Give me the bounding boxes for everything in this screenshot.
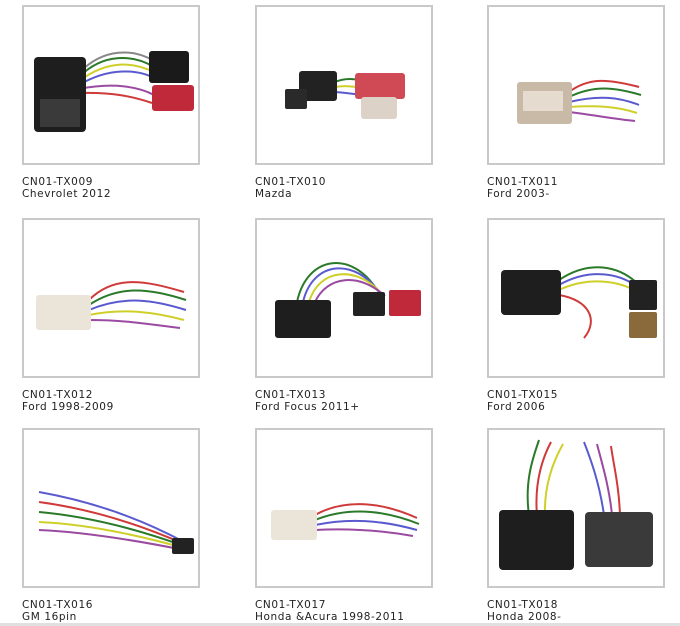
wiring-harness-image — [275, 262, 421, 338]
wiring-harness-image — [38, 491, 194, 554]
product-name: Mazda — [255, 188, 293, 200]
product-image-frame[interactable] — [487, 218, 665, 378]
wiring-harness-image — [499, 439, 653, 570]
product-code: CN01-TX011 — [487, 176, 559, 188]
product-name: Ford 2003- — [487, 188, 550, 200]
wiring-harness-image — [517, 79, 642, 124]
product-code: CN01-TX012 — [22, 389, 94, 401]
product-code: CN01-TX016 — [22, 599, 94, 611]
product-image-frame[interactable] — [22, 218, 200, 378]
product-code: CN01-TX015 — [487, 389, 559, 401]
product-code: CN01-TX010 — [255, 176, 327, 188]
product-code: CN01-TX018 — [487, 599, 559, 611]
product-image-frame[interactable] — [487, 428, 665, 588]
product-name: GM 16pin — [22, 611, 77, 623]
product-image-frame[interactable] — [22, 5, 200, 165]
product-name: Chevrolet 2012 — [22, 188, 112, 200]
product-code: CN01-TX013 — [255, 389, 327, 401]
product-code: CN01-TX017 — [255, 599, 327, 611]
product-name: Honda 2008- — [487, 611, 562, 623]
wiring-harness-image — [285, 71, 405, 119]
product-image-frame[interactable] — [487, 5, 665, 165]
product-image-frame[interactable] — [255, 428, 433, 588]
product-image-frame[interactable] — [255, 5, 433, 165]
product-code: CN01-TX009 — [22, 176, 94, 188]
product-name: Ford 2006 — [487, 401, 546, 413]
product-image-frame[interactable] — [255, 218, 433, 378]
product-name: Ford Focus 2011+ — [255, 401, 360, 413]
wiring-harness-image — [36, 281, 187, 330]
product-name: Ford 1998-2009 — [22, 401, 114, 413]
wiring-harness-image — [271, 503, 420, 540]
bottom-divider — [0, 623, 680, 626]
product-name: Honda &Acura 1998-2011 — [255, 611, 405, 623]
product-image-frame[interactable] — [22, 428, 200, 588]
wiring-harness-image — [501, 266, 657, 339]
wiring-harness-image — [34, 51, 194, 132]
